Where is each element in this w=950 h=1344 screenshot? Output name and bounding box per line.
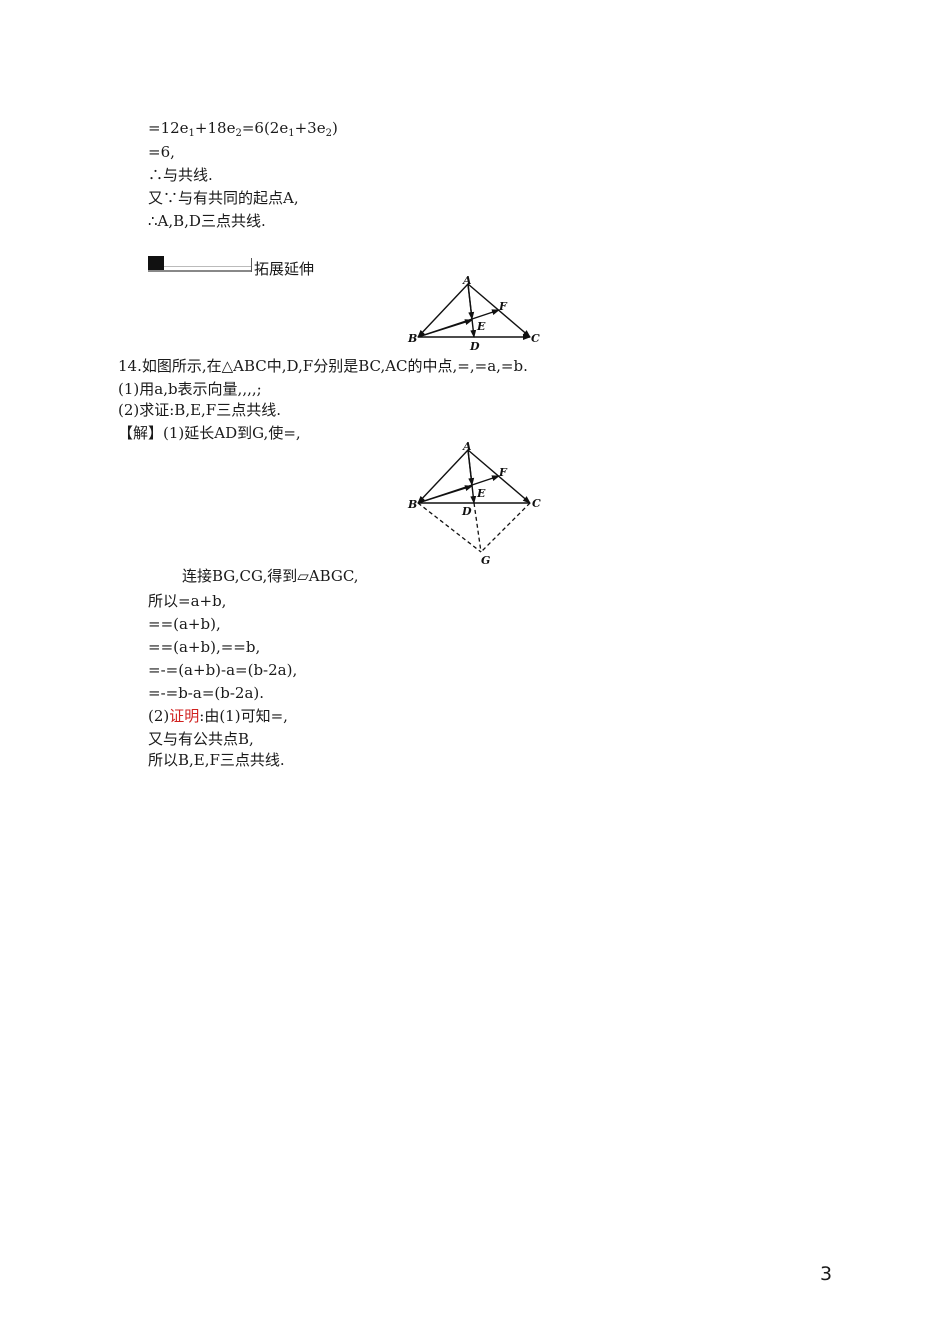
solution-start: 【解】(1)延长AD到G,使=, xyxy=(118,424,301,442)
proof-line-2: =6, xyxy=(148,143,175,161)
proof-line-3: ∴与共线. xyxy=(148,166,213,184)
page-number: 3 xyxy=(820,1263,833,1285)
triangle-figure-2: A B C D E F G xyxy=(407,440,541,567)
fig1-label-b: B xyxy=(407,332,417,345)
fig1-label-d: D xyxy=(469,340,480,353)
fig1-label-a: A xyxy=(462,274,472,287)
solution-line-4: ==(a+b),==b, xyxy=(148,638,261,656)
fig1-label-c: C xyxy=(531,332,540,345)
fig1-label-e: E xyxy=(476,320,486,333)
fig2-label-e: E xyxy=(476,487,486,500)
section-tick xyxy=(251,258,252,272)
triangle-figure-1: A B C D E F xyxy=(407,274,540,353)
solution-line-8: 又与有公共点B, xyxy=(148,730,254,748)
fig2-label-a: A xyxy=(462,440,472,453)
section-rule-top xyxy=(164,266,252,267)
proof-text: :由(1)可知=, xyxy=(199,707,288,725)
fig2-label-c: C xyxy=(532,497,541,510)
section-title: 拓展延伸 xyxy=(254,260,315,278)
problem-14-stem: 14.如图所示,在△ABC中,D,F分别是BC,AC的中点,=,=a,=b. xyxy=(118,357,528,375)
proof-line-4: 又∵与有共同的起点A, xyxy=(148,189,299,207)
solution-line-5: =-=(a+b)-a=(b-2a), xyxy=(148,661,298,679)
fig2-label-d: D xyxy=(461,505,472,518)
proof-part-label: (2) xyxy=(148,707,170,725)
solution-line-7: (2)证明:由(1)可知=, xyxy=(148,706,288,726)
solution-line-2: 所以=a+b, xyxy=(148,592,227,610)
solution-line-3: ==(a+b), xyxy=(148,615,221,633)
solution-line-6: =-=b-a=(b-2a). xyxy=(148,684,265,702)
fig2-label-b: B xyxy=(407,498,417,511)
section-marker-icon xyxy=(148,256,164,272)
fig2-label-f: F xyxy=(498,466,508,479)
proof-line-5: ∴A,B,D三点共线. xyxy=(148,212,266,230)
problem-14-part2: (2)求证:B,E,F三点共线. xyxy=(118,401,281,419)
fig2-label-g: G xyxy=(481,554,490,567)
section-rule xyxy=(148,270,252,272)
problem-14-part1: (1)用a,b表示向量,,,,; xyxy=(118,380,262,398)
solution-line-1: 连接BG,CG,得到▱ABGC, xyxy=(182,567,359,585)
solution-line-9: 所以B,E,F三点共线. xyxy=(148,751,285,769)
fig1-label-f: F xyxy=(498,300,508,313)
proof-keyword: 证明 xyxy=(169,707,200,725)
proof-line-1: =12e1+18e2=6(2e1+3e2) xyxy=(148,119,338,139)
